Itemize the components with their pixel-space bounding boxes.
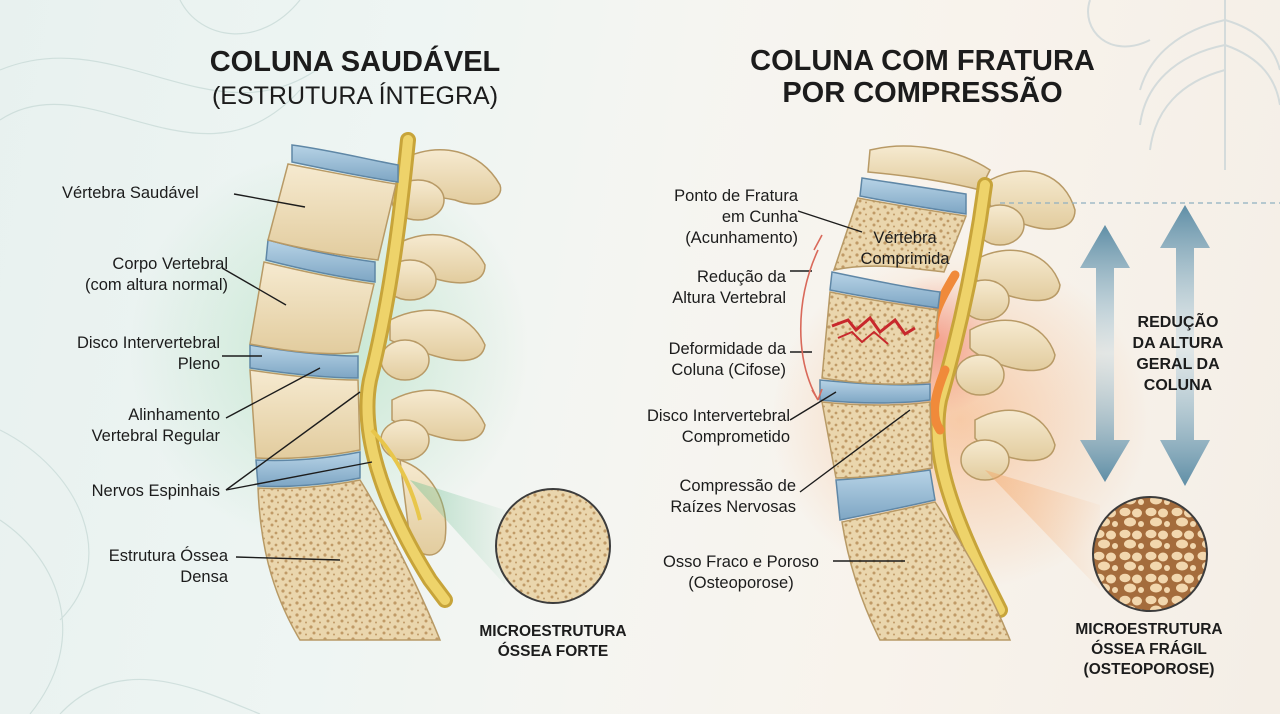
- healthy-title: COLUNA SAUDÁVEL (ESTRUTURA ÍNTEGRA): [209, 46, 501, 110]
- label-vertebral-body: Corpo Vertebral(com altura normal): [84, 255, 228, 294]
- fragile-zoom-beam: [985, 470, 1100, 590]
- ribcage-watermark: [1087, 0, 1280, 170]
- fracture-title: COLUNA COM FRATURA POR COMPRESSÃO: [750, 45, 1095, 109]
- label-weak-bone: Osso Fraco e Poroso(Osteoporose): [663, 553, 819, 592]
- healthy-spine: [249, 132, 502, 641]
- background-decoration: [0, 0, 331, 714]
- label-spinal-nerves: Nervos Espinhais: [91, 482, 220, 500]
- fragile-bone-microstructure: [1092, 496, 1208, 612]
- strong-bone-microstructure: [495, 488, 611, 604]
- height-reduction-arrows: [1080, 205, 1210, 486]
- fracture-line: [831, 315, 916, 336]
- label-healthy-vertebra: Vértebra Saudável: [62, 184, 199, 202]
- kyphosis-arrow: [800, 249, 819, 401]
- fractured-spine: [819, 145, 1076, 641]
- healthy-zoom-beam: [410, 480, 505, 585]
- leader-lines: [221, 193, 1280, 562]
